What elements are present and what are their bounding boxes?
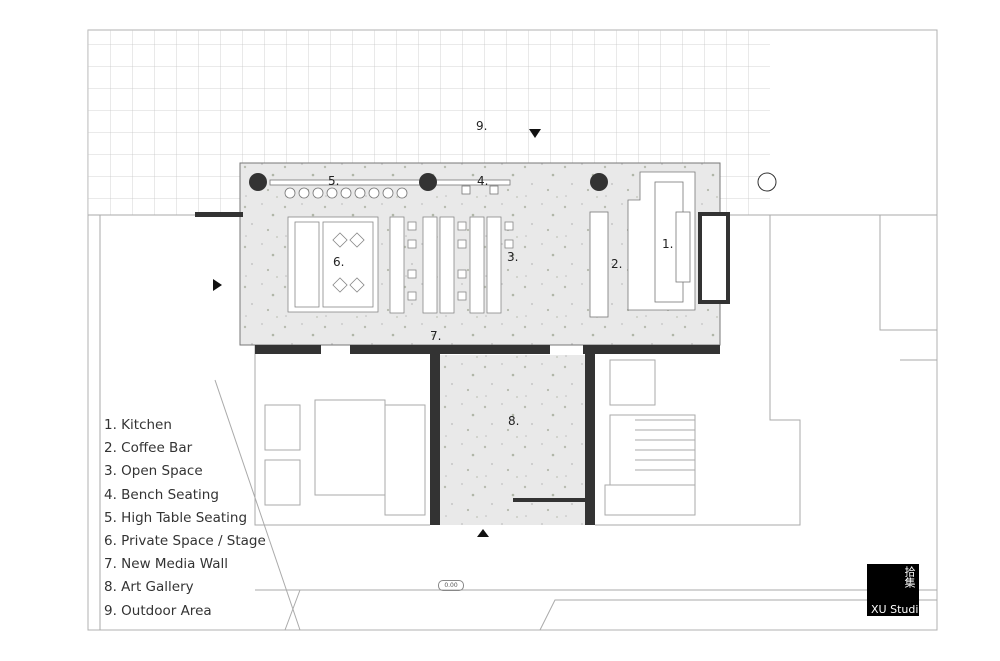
legend-item: 6. Private Space / Stage [104,533,266,550]
open-space-tables [389,216,514,314]
label-kitchen: 1. [662,237,673,251]
coffee-bar-kitchen [589,171,696,318]
columns [249,173,608,191]
legend-item: 9. Outdoor Area [104,602,212,619]
logo-chinese: 拾集 [903,566,916,588]
legend-item: 7. New Media Wall [104,556,229,573]
art-gallery-floor [440,355,588,525]
surrounding-buildings [99,214,937,631]
legend-item: 4. Bench Seating [104,486,219,503]
label-art-gallery: 8. [508,414,519,428]
entrance-arrow-west [213,279,222,291]
legend-item: 8. Art Gallery [104,579,194,596]
studio-logo: 拾集 XU Studio [867,564,925,616]
label-open-space: 3. [507,250,518,264]
high-table-seating [269,179,511,199]
legend-item: 5. High Table Seating [104,509,248,526]
logo-name: XU Studio [871,603,926,616]
legend-item: 2. Coffee Bar [104,440,193,457]
column-outline [757,172,777,192]
legend-item: 1. Kitchen [104,417,172,433]
entrance-arrow-north [529,129,541,138]
elevation-marker: 0.00 [438,580,464,591]
legend: 1. Kitchen 2. Coffee Bar 3. Open Space 4… [104,414,266,623]
label-media-wall: 7. [430,329,441,343]
label-high-table: 5. [328,174,339,188]
label-outdoor: 9. [476,119,487,133]
entrance-arrow-south [477,529,489,537]
legend-item: 3. Open Space [104,463,203,480]
stage-furniture [287,216,379,313]
label-private-space: 6. [333,255,344,269]
label-coffee-bar: 2. [611,257,622,271]
label-bench: 4. [477,174,488,188]
